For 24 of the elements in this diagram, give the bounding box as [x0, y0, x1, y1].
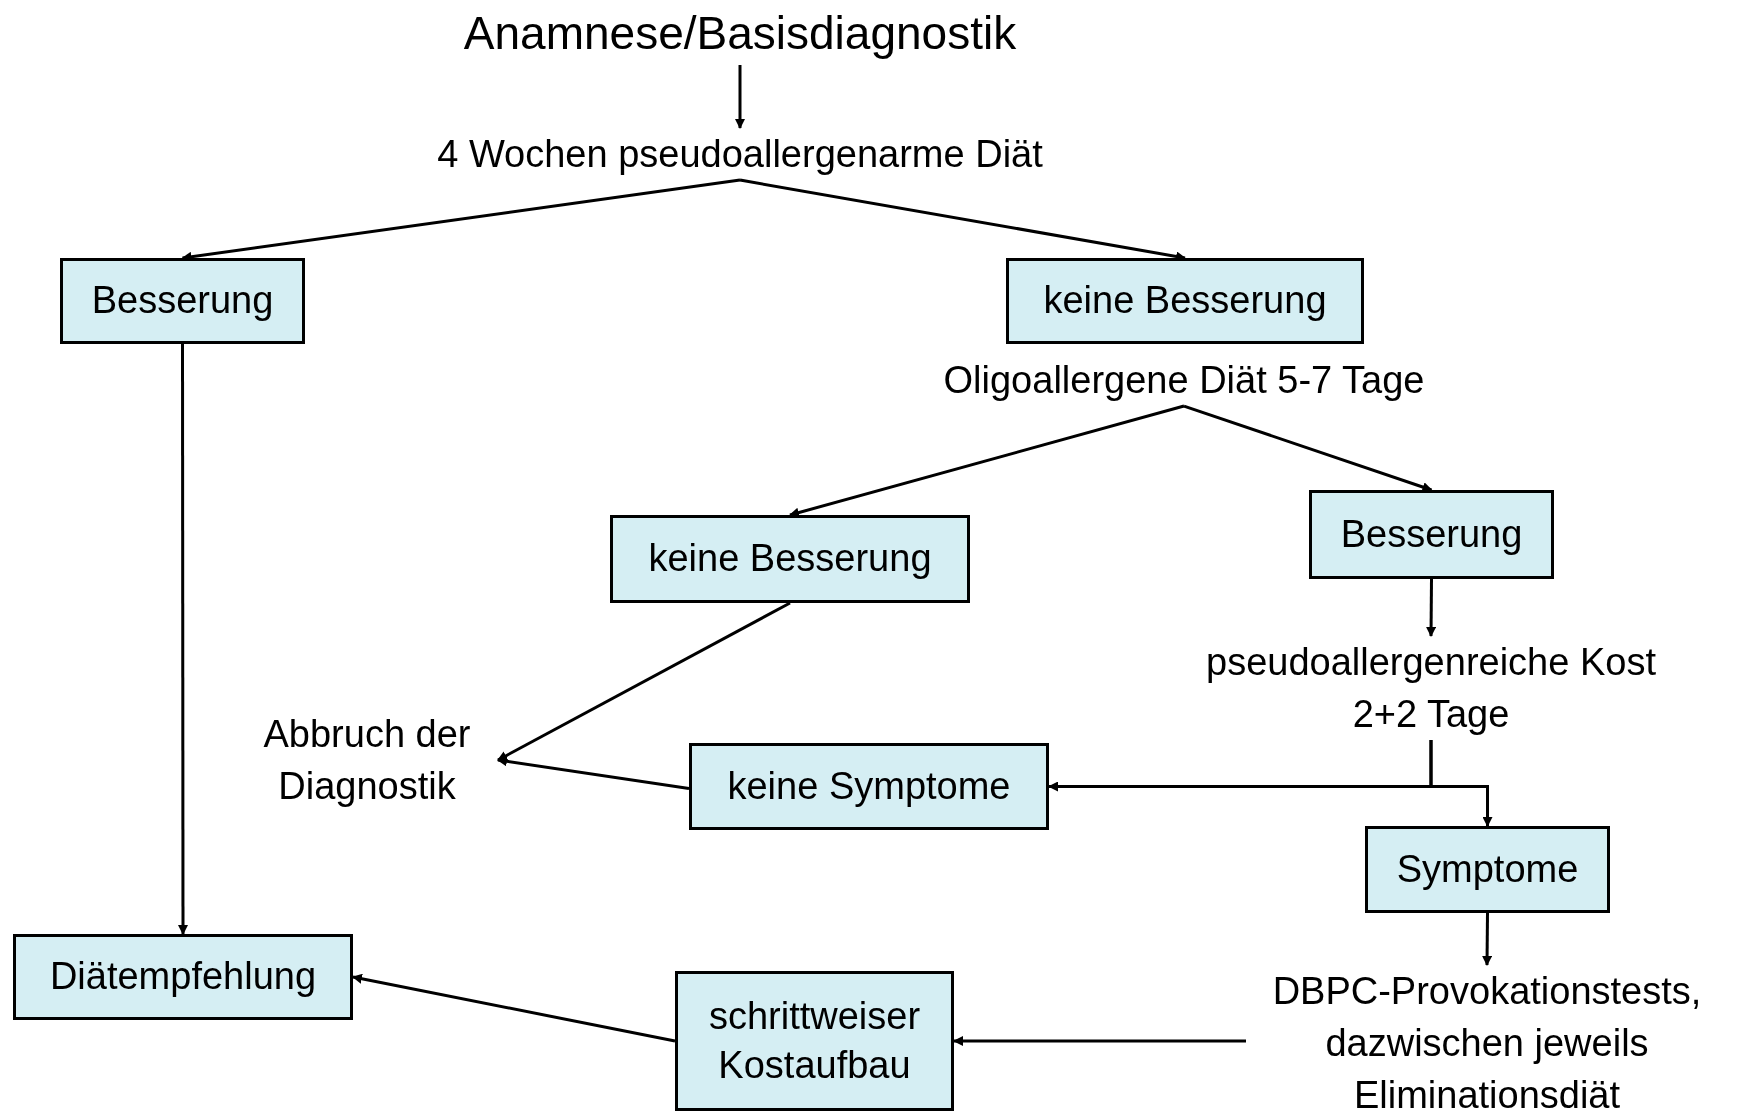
arrow	[1183, 404, 1433, 492]
process-box: Besserung	[60, 258, 305, 344]
process-box: keine Symptome	[689, 743, 1049, 830]
process-box: Diätempfehlung	[13, 934, 353, 1020]
arrow	[497, 756, 690, 790]
step-text: 4 Wochen pseudoallergenarme Diät	[370, 128, 1110, 181]
step-text: Anamnese/Basisdiagnostik	[390, 2, 1090, 65]
arrow	[352, 973, 676, 1043]
process-box: schrittweiser Kostaufbau	[675, 971, 954, 1111]
arrow	[1482, 913, 1493, 966]
arrow	[1426, 579, 1437, 637]
arrow	[178, 344, 188, 935]
process-box: Symptome	[1365, 826, 1610, 913]
process-box: keine Besserung	[1006, 258, 1364, 344]
step-text: Abbruch der Diagnostik	[236, 708, 498, 813]
step-text: pseudoallergenreiche Kost 2+2 Tage	[1196, 636, 1666, 741]
process-box: Besserung	[1309, 490, 1554, 579]
arrow	[497, 601, 791, 762]
arrow	[1429, 740, 1493, 827]
process-box: keine Besserung	[610, 515, 970, 603]
step-text: Oligoallergene Diät 5-7 Tage	[884, 354, 1484, 407]
arrow	[953, 1036, 1246, 1046]
step-text: DBPC-Provokationstests, dazwischen jeweils Eliminationsdiät	[1236, 965, 1738, 1114]
arrow	[735, 65, 745, 129]
